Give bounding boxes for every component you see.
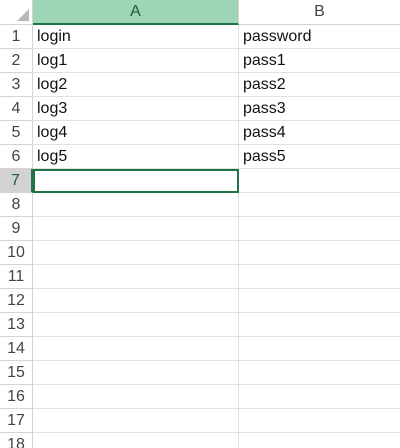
cell-a[interactable]: log4 xyxy=(33,121,239,145)
cell-a[interactable] xyxy=(33,337,239,361)
row-header[interactable]: 5 xyxy=(0,121,33,145)
row-header[interactable]: 18 xyxy=(0,433,33,448)
table-row: 11 xyxy=(0,265,400,289)
column-header-b[interactable]: B xyxy=(239,0,400,25)
row-header[interactable]: 7 xyxy=(0,169,33,193)
table-row: 10 xyxy=(0,241,400,265)
row-header[interactable]: 4 xyxy=(0,97,33,121)
cell-b[interactable] xyxy=(239,265,400,289)
cell-a[interactable] xyxy=(33,409,239,433)
row-header[interactable]: 11 xyxy=(0,265,33,289)
cell-b[interactable] xyxy=(239,169,400,193)
table-row: 13 xyxy=(0,313,400,337)
column-header-row: A B xyxy=(0,0,400,25)
cell-b[interactable] xyxy=(239,313,400,337)
cell-a[interactable]: log2 xyxy=(33,73,239,97)
cell-a[interactable] xyxy=(33,313,239,337)
table-row: 17 xyxy=(0,409,400,433)
cell-b[interactable]: pass1 xyxy=(239,49,400,73)
table-row: 9 xyxy=(0,217,400,241)
table-row: 12 xyxy=(0,289,400,313)
cell-a[interactable]: log3 xyxy=(33,97,239,121)
row-header[interactable]: 1 xyxy=(0,25,33,49)
row-header[interactable]: 16 xyxy=(0,385,33,409)
cell-b[interactable] xyxy=(239,361,400,385)
cell-b[interactable] xyxy=(239,217,400,241)
row-header[interactable]: 9 xyxy=(0,217,33,241)
cell-a[interactable] xyxy=(33,289,239,313)
table-row: 15 xyxy=(0,361,400,385)
column-header-a[interactable]: A xyxy=(33,0,239,25)
cell-b[interactable]: pass5 xyxy=(239,145,400,169)
cell-a[interactable] xyxy=(33,433,239,448)
select-all-button[interactable] xyxy=(0,0,33,25)
row-header[interactable]: 17 xyxy=(0,409,33,433)
table-row: 7 xyxy=(0,169,400,193)
row-header[interactable]: 15 xyxy=(0,361,33,385)
row-header[interactable]: 8 xyxy=(0,193,33,217)
row-header[interactable]: 2 xyxy=(0,49,33,73)
row-header[interactable]: 14 xyxy=(0,337,33,361)
cell-a[interactable]: login xyxy=(33,25,239,49)
cell-b[interactable]: pass3 xyxy=(239,97,400,121)
table-row: 8 xyxy=(0,193,400,217)
cell-b[interactable] xyxy=(239,289,400,313)
cell-a[interactable] xyxy=(33,217,239,241)
cell-b[interactable] xyxy=(239,409,400,433)
cell-b[interactable]: password xyxy=(239,25,400,49)
active-cell[interactable] xyxy=(33,169,239,193)
cell-a[interactable] xyxy=(33,361,239,385)
cell-a[interactable] xyxy=(33,241,239,265)
table-row: 14 xyxy=(0,337,400,361)
cell-a[interactable]: log1 xyxy=(33,49,239,73)
cell-b[interactable]: pass4 xyxy=(239,121,400,145)
select-all-triangle-icon xyxy=(17,9,29,21)
cell-b[interactable]: pass2 xyxy=(239,73,400,97)
row-header[interactable]: 13 xyxy=(0,313,33,337)
row-header[interactable]: 6 xyxy=(0,145,33,169)
cell-a[interactable]: log5 xyxy=(33,145,239,169)
cell-b[interactable] xyxy=(239,193,400,217)
table-row: 18 xyxy=(0,433,400,448)
cell-b[interactable] xyxy=(239,385,400,409)
row-header[interactable]: 12 xyxy=(0,289,33,313)
row-header[interactable]: 3 xyxy=(0,73,33,97)
row-header[interactable]: 10 xyxy=(0,241,33,265)
cell-a[interactable] xyxy=(33,265,239,289)
cell-b[interactable] xyxy=(239,433,400,448)
cell-a[interactable] xyxy=(33,385,239,409)
cell-b[interactable] xyxy=(239,337,400,361)
cell-a[interactable] xyxy=(33,193,239,217)
cell-b[interactable] xyxy=(239,241,400,265)
table-row: 16 xyxy=(0,385,400,409)
